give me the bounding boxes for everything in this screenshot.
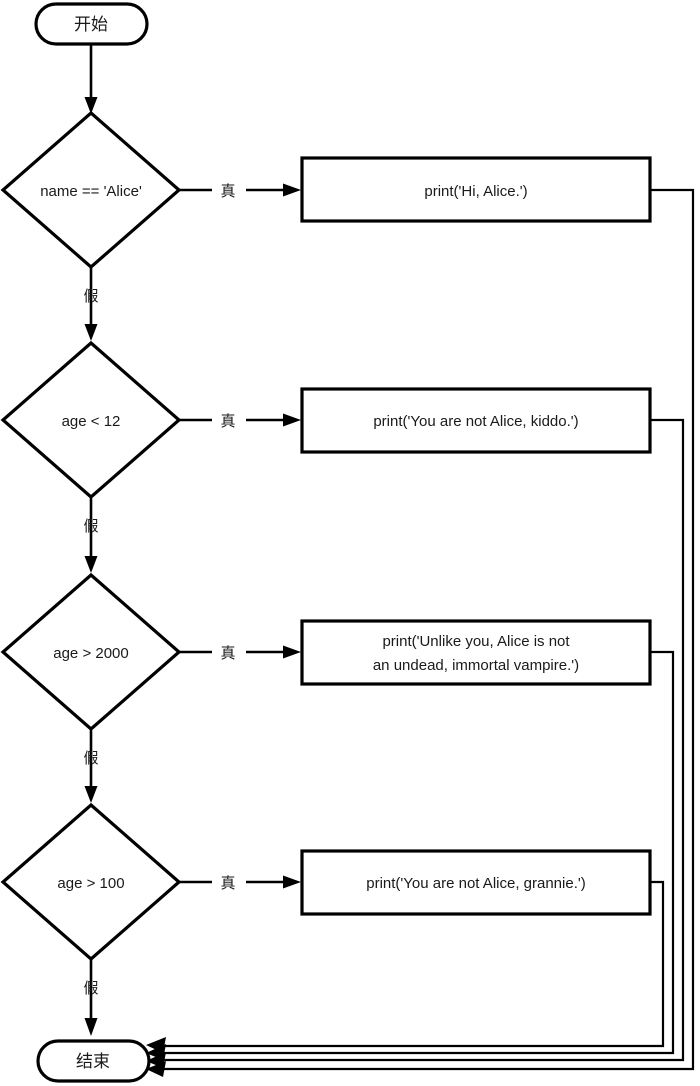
- node-decision-4[interactable]: age > 100: [0, 802, 182, 962]
- decision-1-shape: [0, 110, 182, 270]
- edge-start-to-decision-1: [84, 44, 98, 114]
- node-start[interactable]: 开始: [34, 2, 149, 46]
- node-decision-1[interactable]: name == 'Alice': [0, 110, 182, 270]
- decision-1-label: name == 'Alice': [40, 183, 142, 200]
- process-1-label: print('Hi, Alice.'): [424, 183, 527, 200]
- process-3-label-line-1: print('Unlike you, Alice is not: [382, 633, 570, 650]
- start-shape: [34, 2, 149, 46]
- process-3-shape: [300, 619, 652, 686]
- decision-4-shape: [0, 802, 182, 962]
- node-process-3[interactable]: print('Unlike you, Alice is not an undea…: [300, 619, 652, 686]
- edge-label-true-3: 真: [220, 644, 235, 662]
- edge-decision-2-false: [84, 498, 98, 573]
- decision-2-shape: [0, 340, 182, 500]
- process-1-shape: [300, 156, 652, 223]
- decision-3-shape: [0, 572, 182, 732]
- node-process-4[interactable]: print('You are not Alice, grannie.'): [300, 849, 652, 916]
- edge-decision-4-false: [84, 960, 98, 1036]
- process-3-label-line-2: an undead, immortal vampire.'): [373, 657, 579, 674]
- node-decision-3[interactable]: age > 2000: [0, 572, 182, 732]
- edge-label-false-4: 假: [83, 980, 98, 997]
- node-end[interactable]: 结束: [36, 1039, 151, 1083]
- start-label: 开始: [74, 15, 108, 34]
- decision-3-label: age > 2000: [53, 645, 129, 662]
- edge-decision-4-true: [180, 875, 301, 889]
- edge-decision-3-false: [84, 730, 98, 803]
- edge-decision-2-true: [180, 413, 301, 427]
- edge-label-true-4: 真: [220, 874, 235, 892]
- edge-label-true-2: 真: [220, 412, 235, 430]
- edge-decision-1-true: [180, 183, 301, 197]
- node-decision-2[interactable]: age < 12: [0, 340, 182, 500]
- edge-label-true-1: 真: [220, 182, 235, 200]
- decision-4-label: age > 100: [57, 875, 124, 892]
- end-label: 结束: [76, 1052, 110, 1071]
- process-4-label: print('You are not Alice, grannie.'): [366, 875, 585, 892]
- edge-decision-1-false: [84, 268, 98, 341]
- process-2-label: print('You are not Alice, kiddo.'): [373, 413, 578, 430]
- node-process-2[interactable]: print('You are not Alice, kiddo.'): [300, 387, 652, 454]
- end-shape: [36, 1039, 151, 1083]
- edge-process-2-to-end: [146, 418, 685, 1068]
- edge-process-4-to-end: [146, 880, 665, 1053]
- process-4-shape: [300, 849, 652, 916]
- edge-label-false-2: 假: [83, 518, 98, 535]
- edge-decision-3-true: [180, 645, 301, 659]
- node-process-1[interactable]: print('Hi, Alice.'): [300, 156, 652, 223]
- edge-label-false-3: 假: [83, 750, 98, 767]
- edge-label-false-1: 假: [83, 288, 98, 305]
- process-2-shape: [300, 387, 652, 454]
- decision-2-label: age < 12: [62, 413, 121, 430]
